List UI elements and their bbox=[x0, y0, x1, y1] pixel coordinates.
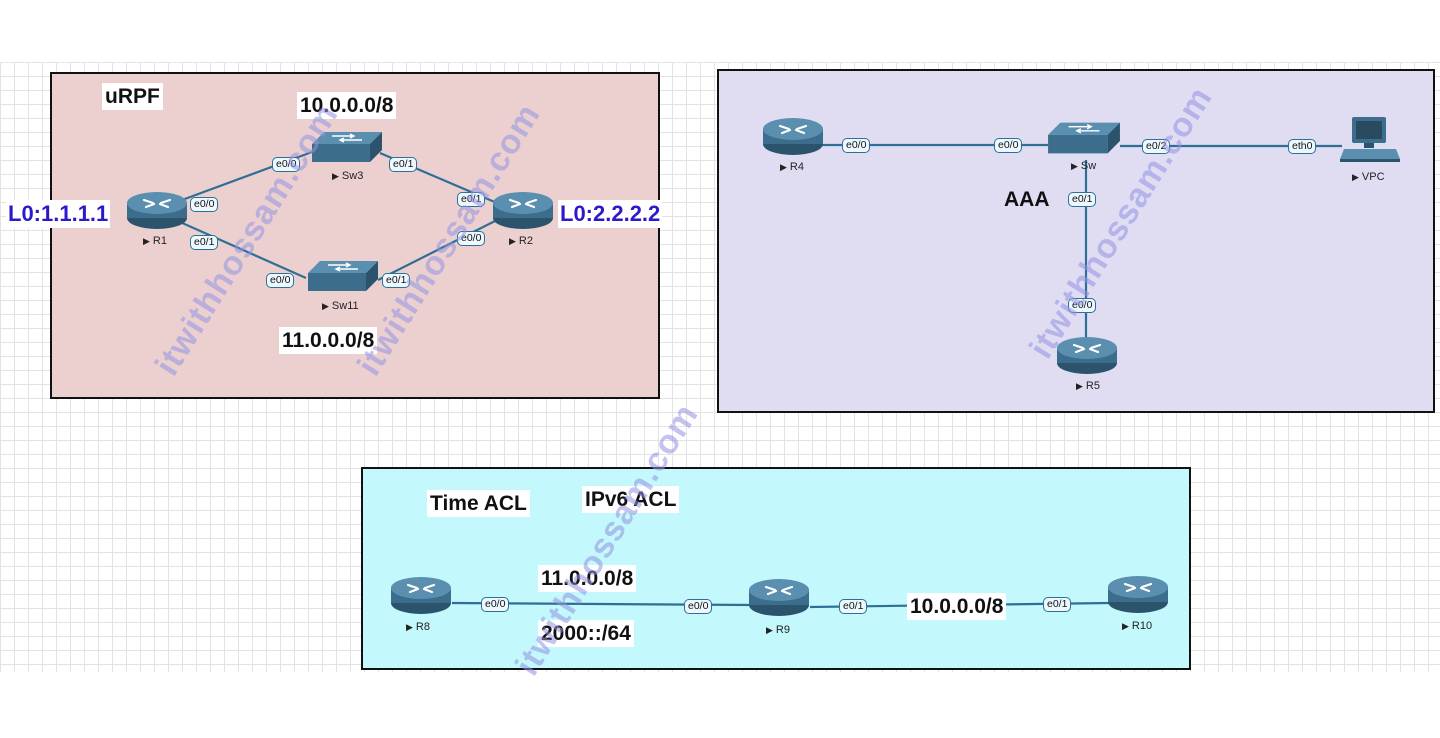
r8-label: R8 bbox=[406, 621, 430, 633]
port-r8-r9: e0/0 bbox=[481, 597, 510, 612]
port-sw-r5: e0/1 bbox=[1068, 192, 1097, 207]
router-icon bbox=[493, 192, 553, 229]
port-sw-vpc: e0/2 bbox=[1142, 139, 1171, 154]
port-r1-sw11: e0/1 bbox=[190, 235, 219, 250]
switch-icon bbox=[312, 132, 382, 162]
r2-loopback-label: L0:2.2.2.2 bbox=[558, 200, 663, 228]
port-sw3-r2: e0/1 bbox=[389, 157, 418, 172]
port-r9-r10: e0/1 bbox=[839, 599, 868, 614]
r9-label: R9 bbox=[766, 624, 790, 636]
router-r1[interactable] bbox=[126, 190, 188, 230]
switch-sw[interactable] bbox=[1046, 120, 1122, 158]
port-r2-sw11: e0/0 bbox=[457, 231, 486, 246]
time-acl-title: Time ACL bbox=[427, 490, 530, 517]
port-r9-r8: e0/0 bbox=[684, 599, 713, 614]
r10-label: R10 bbox=[1122, 620, 1152, 632]
port-sw-r4: e0/0 bbox=[994, 138, 1023, 153]
link-r1-sw11 bbox=[179, 220, 307, 280]
port-r5-sw: e0/0 bbox=[1068, 298, 1097, 313]
router-icon bbox=[391, 577, 451, 614]
port-r1-sw3: e0/0 bbox=[190, 197, 219, 212]
subnet-r9-r10: 10.0.0.0/8 bbox=[907, 593, 1007, 620]
switch-sw3[interactable] bbox=[310, 130, 384, 166]
sw11-label: Sw11 bbox=[322, 300, 359, 312]
vpc-label: VPC bbox=[1352, 171, 1385, 183]
ipv6-acl-title: IPv6 ACL bbox=[582, 486, 680, 513]
router-r2[interactable] bbox=[492, 190, 554, 230]
router-icon bbox=[1057, 337, 1117, 374]
switch-icon bbox=[1048, 122, 1120, 154]
router-r9[interactable] bbox=[748, 577, 810, 617]
sw3-label: Sw3 bbox=[332, 170, 363, 182]
switch-sw11[interactable] bbox=[305, 259, 381, 295]
port-r10-r9: e0/1 bbox=[1043, 597, 1072, 612]
computer-icon bbox=[1340, 117, 1400, 162]
router-icon bbox=[127, 192, 187, 229]
router-r4[interactable] bbox=[762, 116, 824, 156]
subnet-r8-r9-v6: 2000::/64 bbox=[538, 620, 634, 647]
router-icon bbox=[763, 118, 823, 155]
vpc-host[interactable] bbox=[1340, 115, 1402, 163]
r2-label: R2 bbox=[509, 235, 533, 247]
switch-icon bbox=[308, 261, 378, 291]
aaa-title: AAA bbox=[1004, 188, 1050, 211]
urpf-title: uRPF bbox=[102, 83, 163, 110]
router-r8[interactable] bbox=[390, 575, 452, 615]
subnet-r8-r9-v4: 11.0.0.0/8 bbox=[538, 565, 637, 592]
subnet-bottom-label: 11.0.0.0/8 bbox=[279, 327, 378, 354]
link-sw11-r2 bbox=[377, 219, 498, 281]
r4-label: R4 bbox=[780, 161, 804, 173]
port-r4-sw: e0/0 bbox=[842, 138, 871, 153]
port-sw3-r1: e0/0 bbox=[272, 157, 301, 172]
router-icon bbox=[749, 579, 809, 616]
r1-label: R1 bbox=[143, 235, 167, 247]
r1-loopback-label: L0:1.1.1.1 bbox=[6, 200, 111, 228]
port-vpc-sw: eth0 bbox=[1288, 139, 1317, 154]
subnet-top-label: 10.0.0.0/8 bbox=[297, 92, 397, 119]
sw-label: Sw bbox=[1071, 160, 1096, 172]
port-sw11-r2: e0/1 bbox=[382, 273, 411, 288]
router-icon bbox=[1108, 576, 1168, 613]
port-r2-sw3: e0/1 bbox=[457, 192, 486, 207]
r5-label: R5 bbox=[1076, 380, 1100, 392]
router-r10[interactable] bbox=[1107, 574, 1169, 614]
router-r5[interactable] bbox=[1056, 335, 1118, 375]
port-sw11-r1: e0/0 bbox=[266, 273, 295, 288]
